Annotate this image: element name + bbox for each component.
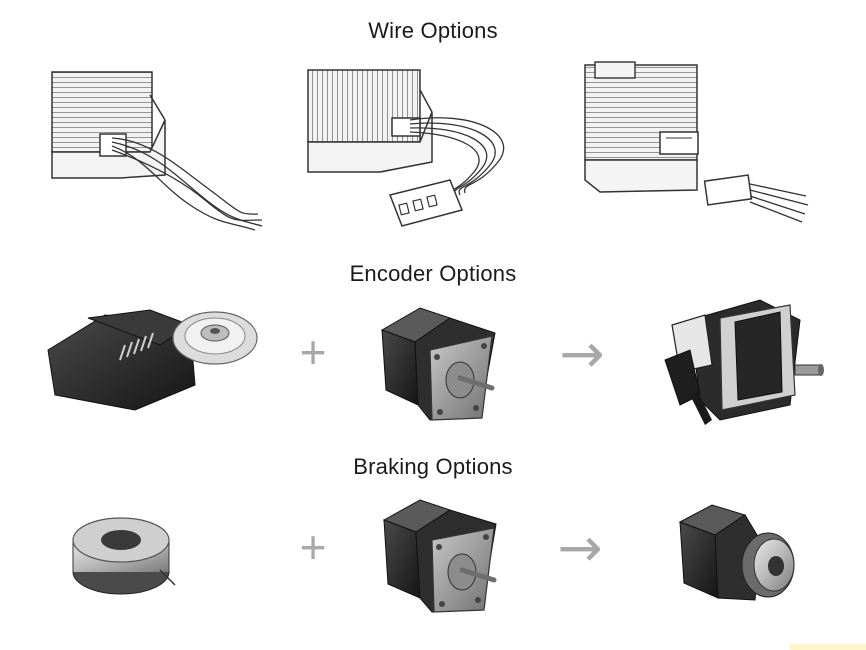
arrow-operator-encoder: → — [559, 322, 604, 385]
encoder-options-title: Encoder Options — [349, 261, 517, 286]
stepper-motor-braking — [382, 499, 497, 613]
stepper-motor-encoder — [380, 307, 496, 421]
encoder-assembly-result — [664, 299, 824, 425]
encoder-module — [47, 309, 196, 411]
brake-assembly-result — [678, 504, 795, 601]
plus-operator-encoder: + — [300, 326, 327, 378]
braking-options-title: Braking Options — [353, 454, 513, 479]
plus-operator-braking: + — [300, 521, 327, 573]
wire-option-connector-plug — [307, 69, 505, 227]
corner-artifact — [790, 644, 866, 650]
wire-option-header-connector — [584, 61, 809, 223]
arrow-operator-braking: → — [557, 516, 602, 579]
encoder-disc — [172, 311, 258, 365]
wire-options-title: Wire Options — [368, 18, 498, 43]
wire-option-flying-leads — [51, 71, 263, 231]
brake-unit — [72, 517, 176, 595]
